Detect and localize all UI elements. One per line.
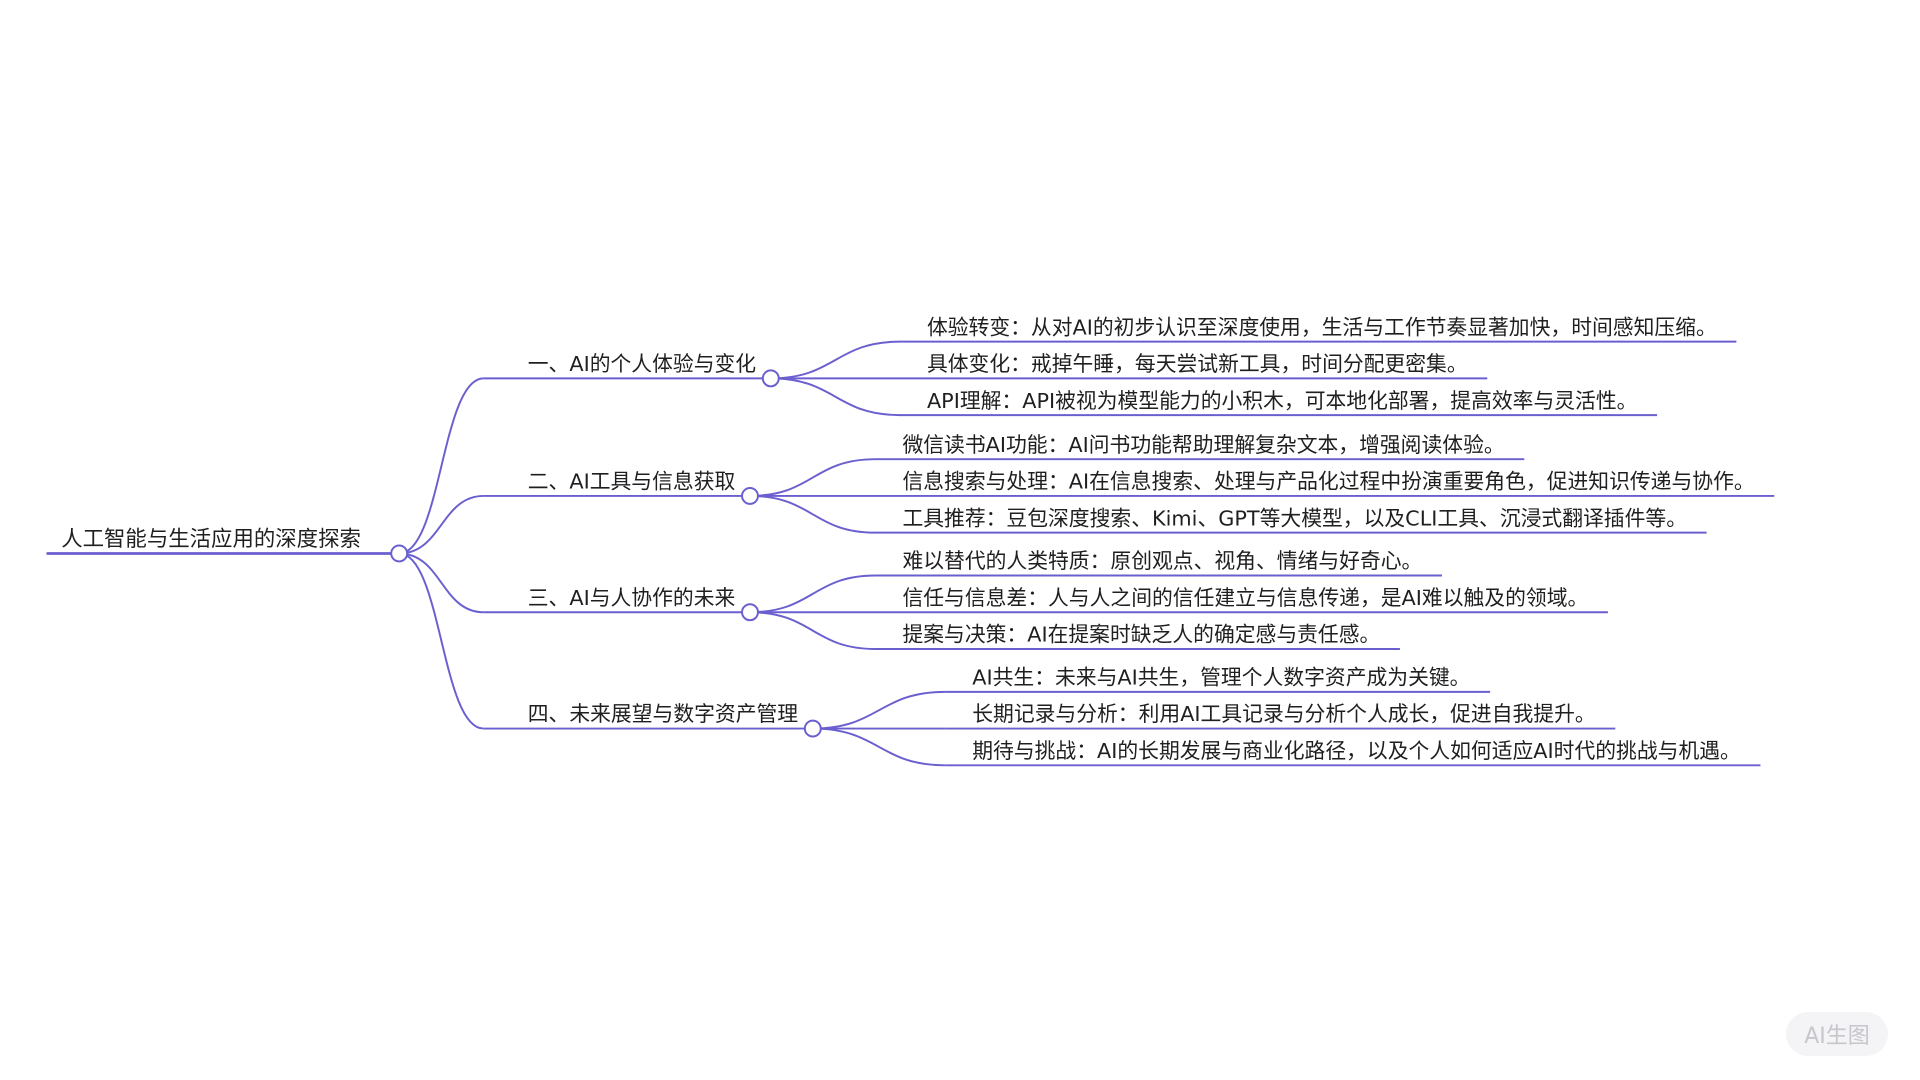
branch-2-label[interactable]: 二、AI工具与信息获取 [528, 470, 736, 494]
branch-to-leaf-connector [770, 340, 901, 380]
branch-3-label[interactable]: 三、AI与人协作的未来 [528, 586, 736, 610]
branch-4-label[interactable]: 四、未来展望与数字资产管理 [528, 702, 799, 726]
leaf-node-label[interactable]: 工具推荐：豆包深度搜索、Kimi、GPT等大模型，以及CLI工具、沉浸式翻译插件… [902, 506, 1687, 530]
leaf-node-label[interactable]: 微信读书AI功能：AI问书功能帮助理解复杂文本，增强阅读体验。 [902, 433, 1504, 457]
leaf-node-label[interactable]: 期待与挑战：AI的长期发展与商业化路径，以及个人如何适应AI时代的挑战与机遇。 [972, 739, 1741, 763]
root-to-branch-connector [399, 552, 484, 614]
branch-to-leaf-connector [812, 690, 946, 730]
root-node-label[interactable]: 人工智能与生活应用的深度探索 [61, 527, 361, 552]
branch-1-label[interactable]: 一、AI的个人体验与变化 [528, 352, 756, 376]
branch-to-leaf-connector [770, 377, 901, 417]
leaf-node-label[interactable]: 具体变化：戒掉午睡，每天尝试新工具，时间分配更密集。 [927, 352, 1468, 376]
collapse-toggle-icon[interactable] [741, 603, 759, 622]
collapse-toggle-icon[interactable] [741, 486, 759, 505]
collapse-toggle-icon[interactable] [803, 719, 822, 738]
root-to-branch-connector [399, 377, 484, 555]
leaf-node-label[interactable]: 信任与信息差：人与人之间的信任建立与信息传递，是AI难以触及的领域。 [902, 586, 1588, 610]
branch-to-leaf-connector [749, 494, 876, 534]
branch-to-leaf-connector [812, 727, 946, 767]
leaf-node-label[interactable]: 难以替代的人类特质：原创观点、视角、情绪与好奇心。 [902, 549, 1422, 573]
leaf-node-label[interactable]: AI共生：未来与AI共生，管理个人数字资产成为关键。 [972, 665, 1470, 689]
leaf-node-label[interactable]: 长期记录与分析：利用AI工具记录与分析个人成长，促进自我提升。 [972, 702, 1595, 726]
watermark-badge: AI生图 [1786, 1012, 1888, 1056]
root-to-branch-connector [399, 494, 484, 555]
branch-to-leaf-connector [749, 458, 876, 497]
collapse-toggle-icon[interactable] [390, 544, 409, 563]
collapse-toggle-icon[interactable] [761, 369, 780, 388]
leaf-node-label[interactable]: 体验转变：从对AI的初步认识至深度使用，生活与工作节奏显著加快，时间感知压缩。 [927, 315, 1717, 339]
leaf-node-label[interactable]: API理解：API被视为模型能力的小积木，可本地化部署，提高效率与灵活性。 [927, 389, 1638, 413]
branch-to-leaf-connector [749, 574, 876, 614]
leaf-node-label[interactable]: 信息搜索与处理：AI在信息搜索、处理与产品化过程中扮演重要角色，促进知识传递与协… [902, 470, 1754, 494]
branch-to-leaf-connector [749, 611, 876, 650]
leaf-node-label[interactable]: 提案与决策：AI在提案时缺乏人的确定感与责任感。 [902, 623, 1380, 647]
root-to-branch-connector [399, 552, 484, 730]
